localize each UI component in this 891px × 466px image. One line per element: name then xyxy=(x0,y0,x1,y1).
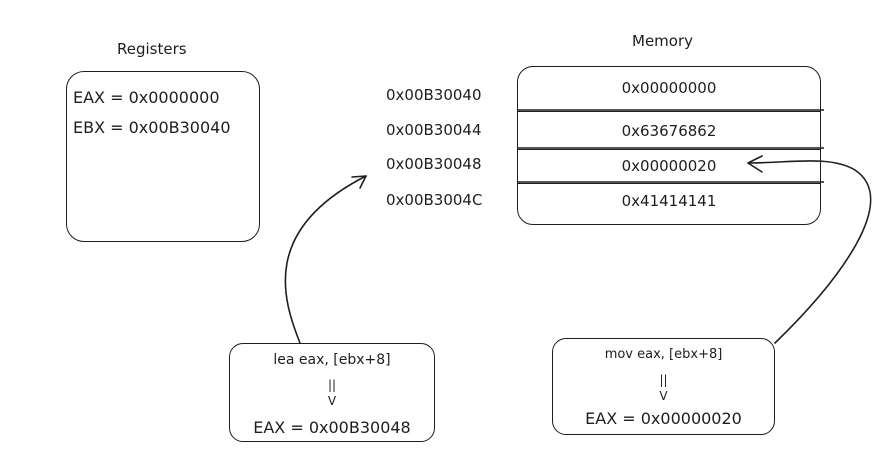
registers-box: EAX = 0x0000000 EBX = 0x00B30040 xyxy=(66,71,260,242)
memory-value-1: 0x63676862 xyxy=(621,122,717,140)
mov-down-arrow: V xyxy=(659,389,668,403)
register-eax: EAX = 0x0000000 xyxy=(73,88,220,107)
memory-title: Memory xyxy=(632,32,694,50)
mov-arrowhead-icon xyxy=(747,155,763,173)
lea-arrowhead-icon xyxy=(351,175,367,189)
lea-down-arrow: V xyxy=(327,394,337,408)
memory-value-0: 0x00000000 xyxy=(621,79,717,97)
mov-instruction-box: mov eax, [ebx+8] || V EAX = 0x00000020 xyxy=(552,338,775,435)
memory-address-0: 0x00B30040 xyxy=(386,86,482,104)
memory-value-3: 0x41414141 xyxy=(621,192,717,210)
lea-instruction-box: lea eax, [ebx+8] || V EAX = 0x00B30048 xyxy=(229,343,435,442)
memory-address-3: 0x00B3004C xyxy=(386,191,483,209)
registers-title: Registers xyxy=(117,40,187,58)
memory-address-1: 0x00B30044 xyxy=(386,121,482,139)
memory-divider xyxy=(518,183,820,184)
register-ebx: EBX = 0x00B30040 xyxy=(73,118,231,137)
memory-address-2: 0x00B30048 xyxy=(386,155,482,173)
mov-instruction: mov eax, [ebx+8] xyxy=(604,347,723,362)
mov-arrow-line xyxy=(747,160,872,344)
memory-value-2: 0x00000020 xyxy=(621,157,717,175)
lea-equals-mark: || xyxy=(327,378,337,392)
memory-box: 0x00000000 0x63676862 0x00000020 0x41414… xyxy=(517,66,821,225)
memory-divider xyxy=(518,149,820,150)
lea-instruction: lea eax, [ebx+8] xyxy=(273,352,391,368)
lea-arrow-line xyxy=(284,175,367,344)
lea-result: EAX = 0x00B30048 xyxy=(253,418,411,437)
mov-result: EAX = 0x00000020 xyxy=(585,409,742,428)
memory-divider xyxy=(518,111,820,112)
mov-equals-mark: || xyxy=(659,373,668,387)
